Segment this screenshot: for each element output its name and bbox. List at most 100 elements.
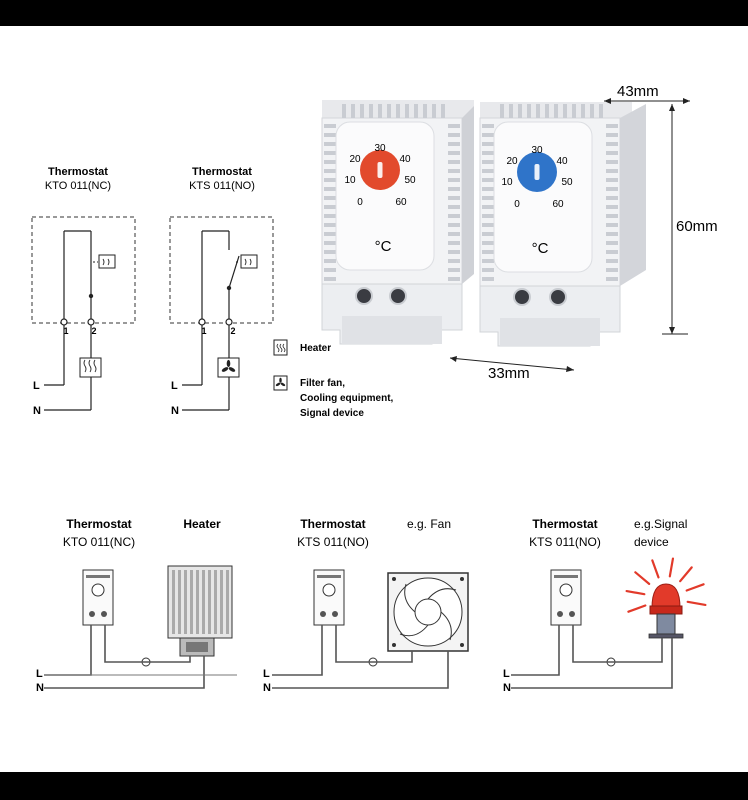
wiring-signal-model: KTS 011(NO) <box>529 535 601 549</box>
vent-slot <box>369 104 373 118</box>
schematic-no-terminal-1 <box>198 318 206 326</box>
vent-slot <box>482 142 494 146</box>
vent-slot <box>606 124 618 128</box>
heater-fin <box>172 570 175 634</box>
vent-slot <box>581 104 585 118</box>
vent-slot <box>324 268 336 272</box>
unit-label-left: °C <box>375 238 392 255</box>
vent-slot <box>324 178 336 182</box>
wiring-heater-label-n: N <box>36 682 44 694</box>
vent-slot <box>448 151 460 155</box>
svg-text:2: 2 <box>230 326 235 336</box>
vent-slot <box>606 151 618 155</box>
vent-slot <box>527 104 531 118</box>
vent-slot <box>606 250 618 254</box>
svg-text:60: 60 <box>395 197 407 208</box>
vent-slot <box>482 133 494 137</box>
vent-slot <box>482 187 494 191</box>
vent-slot <box>482 241 494 245</box>
wiring-fan-label-l: L <box>263 668 270 680</box>
wiring-heater-heater-icon <box>167 565 233 657</box>
vent-slot <box>572 104 576 118</box>
vent-slot <box>606 214 618 218</box>
dial-red: 30 20 40 10 50 0 60 °C <box>344 143 416 255</box>
beacon-ray <box>627 604 647 613</box>
vent-slot <box>563 104 567 118</box>
vent-slot <box>606 142 618 146</box>
vent-slot <box>342 104 346 118</box>
vent-slot <box>324 214 336 218</box>
vent-slot <box>606 169 618 173</box>
wiring-heater-thermostat <box>82 569 114 626</box>
vent-slot <box>482 250 494 254</box>
schematic-no-terminal-2 <box>225 318 233 326</box>
dial-blue: 30 20 40 10 50 0 60 °C <box>501 145 573 257</box>
vent-slot <box>482 268 494 272</box>
heater-fin <box>214 570 217 634</box>
vent-slot <box>500 104 504 118</box>
vent-slot <box>606 178 618 182</box>
vent-slot <box>351 104 355 118</box>
vent-slot <box>606 223 618 227</box>
thermostat-red: 30 20 40 10 50 0 60 °C <box>321 100 474 345</box>
wiring-fan-model: KTS 011(NO) <box>297 535 369 549</box>
vent-slot <box>536 104 540 118</box>
schematic-no-model: KTS 011(NO) <box>189 180 255 192</box>
vent-slot <box>448 160 460 164</box>
vent-slot <box>448 142 460 146</box>
svg-text:0: 0 <box>514 199 520 210</box>
svg-text:20: 20 <box>349 154 361 165</box>
schematic-nc-label-n: N <box>33 405 41 417</box>
vent-slot <box>599 104 603 118</box>
vent-slot <box>590 104 594 118</box>
vent-slot <box>606 196 618 200</box>
schematic-nc-sensor-icon <box>98 254 116 269</box>
beacon-ray <box>651 559 660 579</box>
svg-text:40: 40 <box>399 154 411 165</box>
vent-slot <box>606 259 618 263</box>
vent-slot <box>606 205 618 209</box>
wiring-signal: Thermostat KTS 011(NO) e.g.Signal device… <box>503 517 707 694</box>
svg-text:30: 30 <box>531 145 543 156</box>
schematic-nc-housing <box>31 216 136 324</box>
top-black-band <box>0 0 748 26</box>
heater-fin <box>178 570 181 634</box>
vent-slot <box>448 232 460 236</box>
vent-slot <box>448 250 460 254</box>
vent-slot <box>448 187 460 191</box>
vent-slot <box>606 241 618 245</box>
wiring-fan-device-label: e.g. Fan <box>407 517 451 531</box>
vent-slot <box>482 223 494 227</box>
svg-text:10: 10 <box>344 175 356 186</box>
beacon-ray <box>685 583 705 592</box>
vent-slot <box>448 277 460 281</box>
svg-text:50: 50 <box>561 177 573 188</box>
vent-slot <box>448 205 460 209</box>
vent-slot <box>482 205 494 209</box>
schematic-no-label-n: N <box>171 405 179 417</box>
wiring-fan-thermostat <box>313 569 345 626</box>
dimension-width: 33mm <box>488 365 530 382</box>
vent-slot <box>324 187 336 191</box>
vent-slot <box>324 241 336 245</box>
beacon-ray <box>625 589 646 596</box>
svg-text:30: 30 <box>374 143 386 154</box>
vent-slot <box>482 178 494 182</box>
vent-slot <box>448 259 460 263</box>
beacon-ray <box>634 571 651 585</box>
wiring-fan-title: Thermostat <box>300 517 365 531</box>
svg-text:1: 1 <box>201 326 206 336</box>
vent-slot <box>396 104 400 118</box>
beacon-ray <box>686 600 707 607</box>
terminal-screw-right-2 <box>549 288 567 306</box>
vent-slot <box>324 205 336 209</box>
svg-text:50: 50 <box>404 175 416 186</box>
legend-fan-label-1: Filter fan, <box>300 378 345 389</box>
vent-slot <box>324 151 336 155</box>
vent-slot <box>482 232 494 236</box>
vent-slots-left <box>324 104 460 281</box>
terminal-screw-right-1 <box>513 288 531 306</box>
vent-slot <box>378 104 382 118</box>
beacon-ray <box>668 557 675 578</box>
